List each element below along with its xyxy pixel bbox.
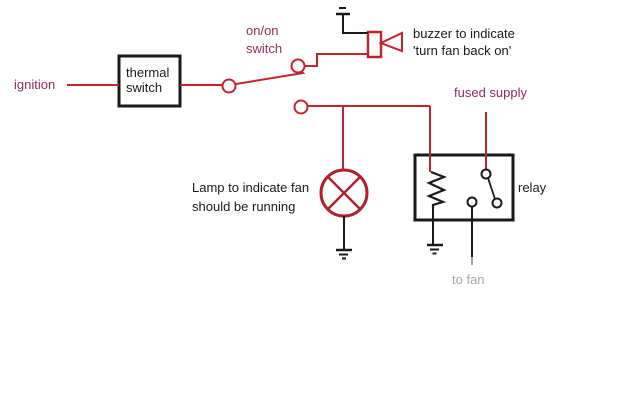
buzzer-horn xyxy=(378,31,403,53)
relay-common-contact xyxy=(480,168,492,180)
lamp-label-line1: Lamp to indicate fan xyxy=(192,180,310,195)
lamp-label-line2: should be running xyxy=(192,199,296,214)
on-on-switch-label: on/on switch xyxy=(246,22,282,58)
fused-supply-label: fused supply xyxy=(454,85,527,100)
buzzer-label-line2: 'turn fan back on' xyxy=(413,42,512,58)
switch-common-terminal xyxy=(221,78,237,94)
thermal-switch-label-line2: switch xyxy=(126,79,163,95)
relay-label: relay xyxy=(518,180,547,195)
buzzer-label: buzzer to indicate'turn fan back on' xyxy=(413,26,515,59)
switch-to-buzzer-wire xyxy=(305,53,368,67)
lamp-cross-icon xyxy=(327,176,361,210)
relay-open-contact xyxy=(491,197,503,209)
buzzer-ground-wire xyxy=(342,14,368,34)
on-on-switch-label-line2: switch xyxy=(246,41,283,56)
red-wires xyxy=(67,53,487,172)
switch-upper-terminal xyxy=(290,58,306,74)
relay-fan-contact xyxy=(466,196,478,208)
lamp-ground-icon xyxy=(336,216,352,260)
relay-ground-icon xyxy=(427,243,443,255)
relay-coil-zigzag xyxy=(426,170,448,208)
buzzer-body xyxy=(366,30,383,59)
thermal-switch-label-line1: thermal xyxy=(126,65,170,80)
lamp-label: Lamp to indicate fan should be running xyxy=(192,178,309,216)
switch-lower-terminal xyxy=(293,99,309,115)
buzzer-ground-icon xyxy=(336,7,368,34)
buzzer-label-line1: buzzer to indicate xyxy=(413,26,515,41)
ignition-label: ignition xyxy=(14,77,56,92)
relay-contact-blade xyxy=(487,177,496,200)
on-on-switch-label-line1: on/on xyxy=(246,23,279,38)
relay-box xyxy=(413,153,515,222)
to-fan-label: to fan xyxy=(452,272,485,287)
thermal-switch-box xyxy=(117,54,182,108)
